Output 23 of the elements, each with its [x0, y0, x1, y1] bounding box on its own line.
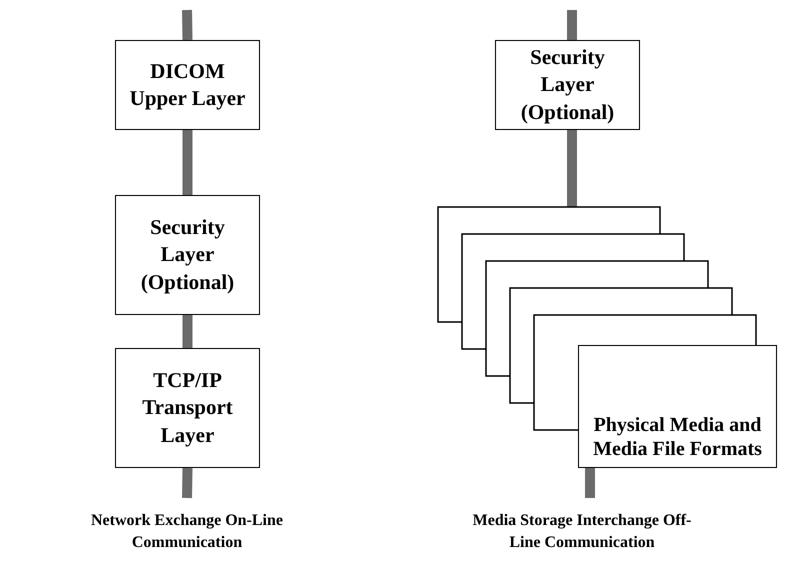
connector-bar — [567, 10, 577, 40]
page-outline — [437, 206, 661, 323]
page-outline — [461, 233, 685, 350]
layer-box — [578, 345, 777, 468]
layer-box — [495, 40, 640, 130]
connector-bar — [182, 10, 192, 40]
stack-caption: Network Exchange On-Line Communication — [90, 511, 284, 553]
layer-label: Security Layer (Optional) — [520, 44, 616, 126]
page-outline — [509, 287, 733, 404]
layer-box — [115, 195, 260, 315]
connector-bar — [182, 468, 192, 498]
connector-bar — [585, 468, 595, 498]
page-outline — [485, 260, 709, 377]
connector-bar — [182, 315, 192, 348]
layer-box — [115, 40, 260, 130]
layer-label: Security Layer (Optional) — [140, 214, 236, 296]
layer-label: Physical Media and Media File Formats — [592, 413, 763, 461]
stack-caption: Media Storage Interchange Off-Line Communication — [472, 511, 692, 553]
layer-label: DICOM Upper Layer — [128, 58, 246, 112]
layer-box — [115, 348, 260, 468]
connector-bar — [567, 130, 577, 207]
layer-label: TCP/IP Transport Layer — [141, 367, 234, 449]
connector-bar — [182, 130, 192, 195]
